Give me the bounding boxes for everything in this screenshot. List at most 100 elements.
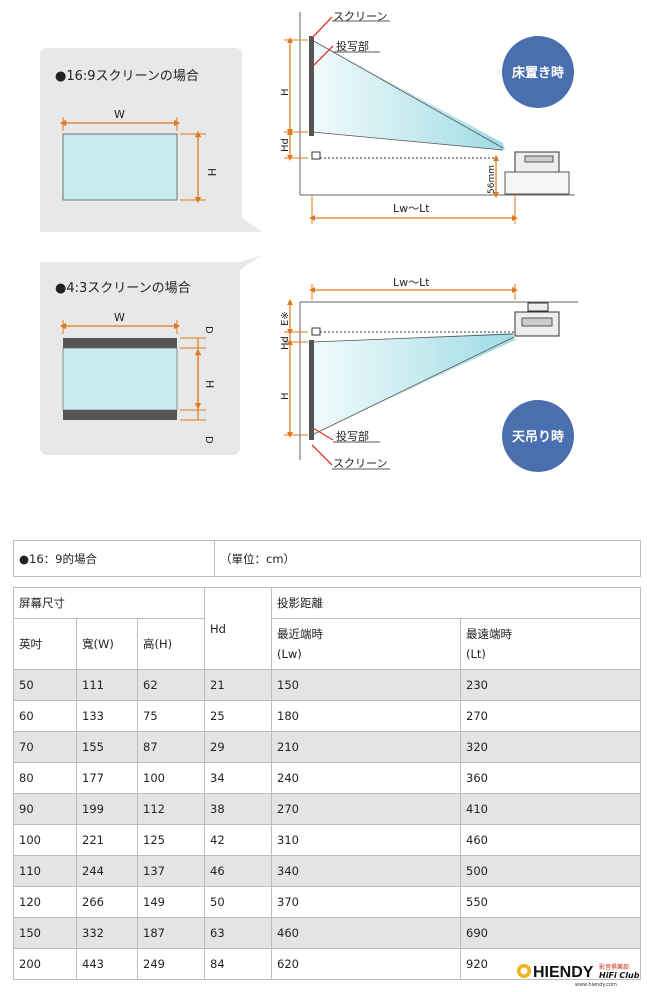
table-title: ●16：9的場合: [13, 540, 215, 577]
table-cell: 370: [271, 886, 461, 918]
table-unit: （單位：cm）: [214, 540, 641, 577]
table-cell: 320: [460, 731, 641, 763]
panel-16-9-title-text: ●16:9スクリーンの場合: [55, 69, 199, 84]
screen-16-9: [62, 133, 178, 201]
ceiling-hd-label: Hd: [280, 336, 291, 350]
table-cell: 270: [460, 700, 641, 732]
screen-4-3: [62, 347, 178, 411]
floor-projection-label: 投写部: [336, 39, 369, 53]
svg-text:www.hiendy.com: www.hiendy.com: [575, 982, 617, 988]
table-cell: 187: [137, 917, 205, 949]
table-cell: 460: [271, 917, 461, 949]
table-cell: 75: [137, 700, 205, 732]
group-screen-size: 屏幕尺寸: [13, 587, 205, 619]
ceiling-projection-label: 投写部: [336, 429, 369, 443]
table-cell: 46: [204, 855, 272, 887]
table-cell: 112: [137, 793, 205, 825]
table-cell: 920: [460, 948, 641, 980]
ceiling-distance-label: Lw～Lt: [393, 276, 430, 289]
col-width: 寬(W): [76, 618, 138, 670]
table-cell: 443: [76, 948, 138, 980]
ceiling-setup-diagram: Lw～Lt E※ Hd H 投写部 スクリーン 天吊り時: [280, 276, 578, 472]
table-cell: 230: [460, 669, 641, 701]
table-cell: 63: [204, 917, 272, 949]
table-cell: 50: [204, 886, 272, 918]
floor-screen: [309, 36, 314, 136]
floor-badge: [502, 36, 574, 108]
table-cell: 199: [76, 793, 138, 825]
panel-4-3-title: ●4:3スクリーンの場合: [55, 281, 191, 296]
table-cell: 360: [460, 762, 641, 794]
table-cell: 87: [137, 731, 205, 763]
table-cell: 340: [271, 855, 461, 887]
width-label-4-3: W: [114, 311, 125, 324]
floor-screen-label: スクリーン: [333, 10, 387, 23]
table-cell: 690: [460, 917, 641, 949]
distance-table: 屏幕尺寸 Hd 投影距離 英吋 寬(W) 高(H) 最近端時(Lw) 最遠端時(…: [13, 587, 641, 980]
table-cell: 149: [137, 886, 205, 918]
table-cell: 150: [13, 917, 77, 949]
table-cell: 100: [137, 762, 205, 794]
ceiling-h-label: H: [280, 392, 291, 400]
floor-hd-label: Hd: [280, 138, 291, 152]
table-cell: 500: [460, 855, 641, 887]
table-cell: 210: [271, 731, 461, 763]
table-cell: 50: [13, 669, 77, 701]
table-cell: 266: [76, 886, 138, 918]
distance-table-section: ●16：9的場合 （單位：cm） 屏幕尺寸 Hd 投影距離 英吋 寬(W) 高(…: [13, 540, 641, 980]
e-label: E※: [280, 311, 291, 326]
hiendy-logo: HIENDY 影音俱樂部 HiFi Club www.hiendy.com: [517, 963, 640, 988]
table-cell: 34: [204, 762, 272, 794]
table-cell: 90: [13, 793, 77, 825]
floor-h-label: H: [280, 88, 291, 96]
table-cell: 310: [271, 824, 461, 856]
table-cell: 550: [460, 886, 641, 918]
col-hd: Hd: [204, 587, 272, 670]
table-cell: 270: [271, 793, 461, 825]
svg-text:影音俱樂部: 影音俱樂部: [599, 963, 629, 971]
table-cell: 29: [204, 731, 272, 763]
ceiling-badge: [502, 400, 574, 472]
table-cell: 180: [271, 700, 461, 732]
ceiling-screen-label: スクリーン: [333, 457, 387, 470]
table-cell: 221: [76, 824, 138, 856]
table-cell: 110: [13, 855, 77, 887]
projection-diagram: ● ●16:9スクリーンの場合 W H H Hd 56mm: [40, 10, 578, 472]
screen-4-3-panel: ●4:3スクリーンの場合 W D H D: [40, 255, 262, 455]
ceiling-screen: [309, 340, 314, 440]
col-height: 高(H): [137, 618, 205, 670]
table-cell: 150: [271, 669, 461, 701]
col-inch: 英吋: [13, 618, 77, 670]
svg-text:HiFi Club: HiFi Club: [599, 971, 640, 980]
table-cell: 200: [13, 948, 77, 980]
table-cell: 120: [13, 886, 77, 918]
table-cell: 84: [204, 948, 272, 980]
table-cell: 249: [137, 948, 205, 980]
table-cell: 177: [76, 762, 138, 794]
table-cell: 125: [137, 824, 205, 856]
table-cell: 100: [13, 824, 77, 856]
table-cell: 111: [76, 669, 138, 701]
h-label-4-3: H: [203, 380, 216, 388]
table-cell: 137: [137, 855, 205, 887]
width-label: W: [114, 108, 125, 121]
table-cell: 410: [460, 793, 641, 825]
col-far: 最遠端時(Lt): [460, 618, 641, 670]
table-cell: 332: [76, 917, 138, 949]
table-cell: 80: [13, 762, 77, 794]
offset-label: 56mm: [487, 165, 497, 194]
screen-16-9-panel: ● ●16:9スクリーンの場合 W H: [40, 48, 262, 232]
svg-text:HIENDY: HIENDY: [533, 964, 594, 981]
panel-16-9-title: ●: [55, 69, 66, 84]
table-cell: 70: [13, 731, 77, 763]
table-cell: 60: [13, 700, 77, 732]
